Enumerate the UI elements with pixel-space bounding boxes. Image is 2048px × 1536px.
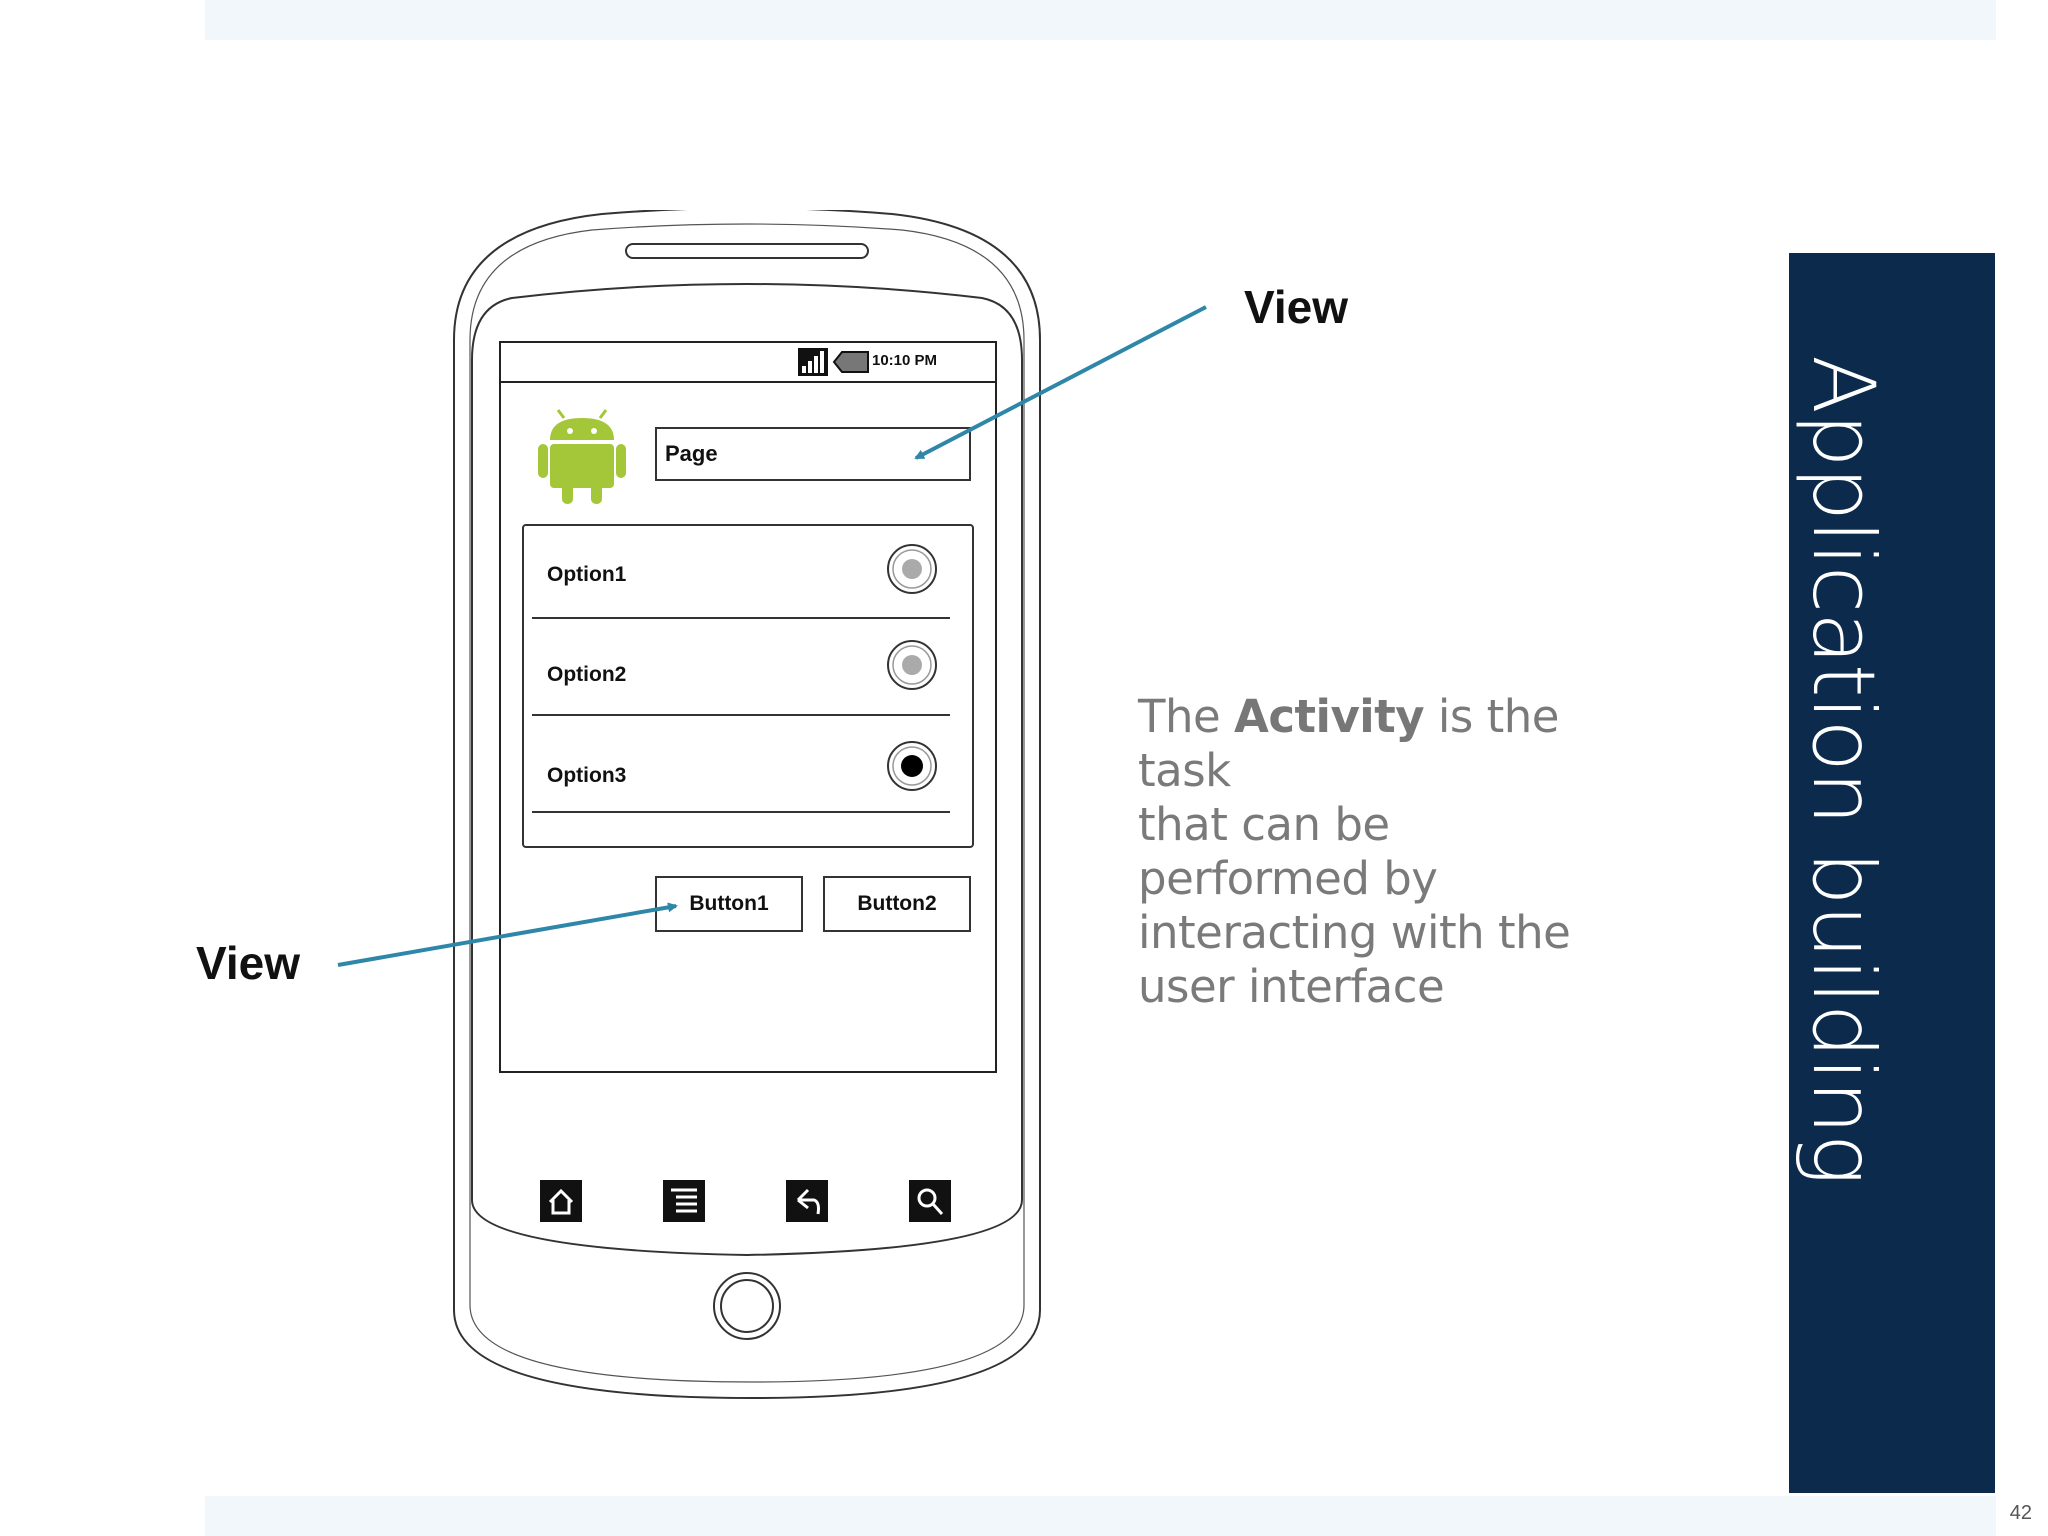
status-time: 10:10 PM	[872, 352, 938, 369]
body-line-1: The Activity is the task	[1138, 690, 1559, 797]
bottom-band	[205, 1496, 1996, 1536]
button2: Button2	[823, 876, 971, 932]
callout-view-left: View	[196, 937, 300, 989]
page-field-label: Page	[665, 441, 718, 466]
title-line-2: blocks: UI components	[1695, 355, 1795, 1311]
top-band	[205, 0, 1996, 40]
page-text-field: Page	[655, 427, 971, 481]
title-line-1: Application building	[1793, 355, 1893, 1185]
body-line-2: that can be	[1138, 798, 1390, 851]
body-line-4: interacting with the	[1138, 906, 1571, 959]
phone-illustration	[452, 210, 1042, 1402]
callout-view-top: View	[1244, 281, 1348, 333]
home-icon	[540, 1180, 582, 1222]
option-3-label: Option3	[547, 764, 627, 787]
android-logo	[538, 409, 626, 504]
option-1-label: Option1	[547, 563, 627, 586]
slide-title: Application building blocks: UI componen…	[1695, 355, 1893, 1311]
option-2-label: Option2	[547, 663, 627, 686]
body-text: The Activity is the task that can be per…	[1138, 690, 1658, 1014]
back-icon	[786, 1180, 828, 1222]
search-icon	[909, 1180, 951, 1222]
slide-number: 42	[2009, 1502, 2032, 1524]
title-bar: Application building blocks: UI componen…	[1695, 253, 1995, 1493]
phone-outline	[453, 210, 1041, 1400]
menu-icon	[663, 1180, 705, 1222]
body-line-5: user interface	[1138, 960, 1445, 1013]
button1: Button1	[655, 876, 803, 932]
body-line-3: performed by	[1138, 852, 1438, 905]
activity-emphasis: Activity	[1234, 690, 1425, 743]
